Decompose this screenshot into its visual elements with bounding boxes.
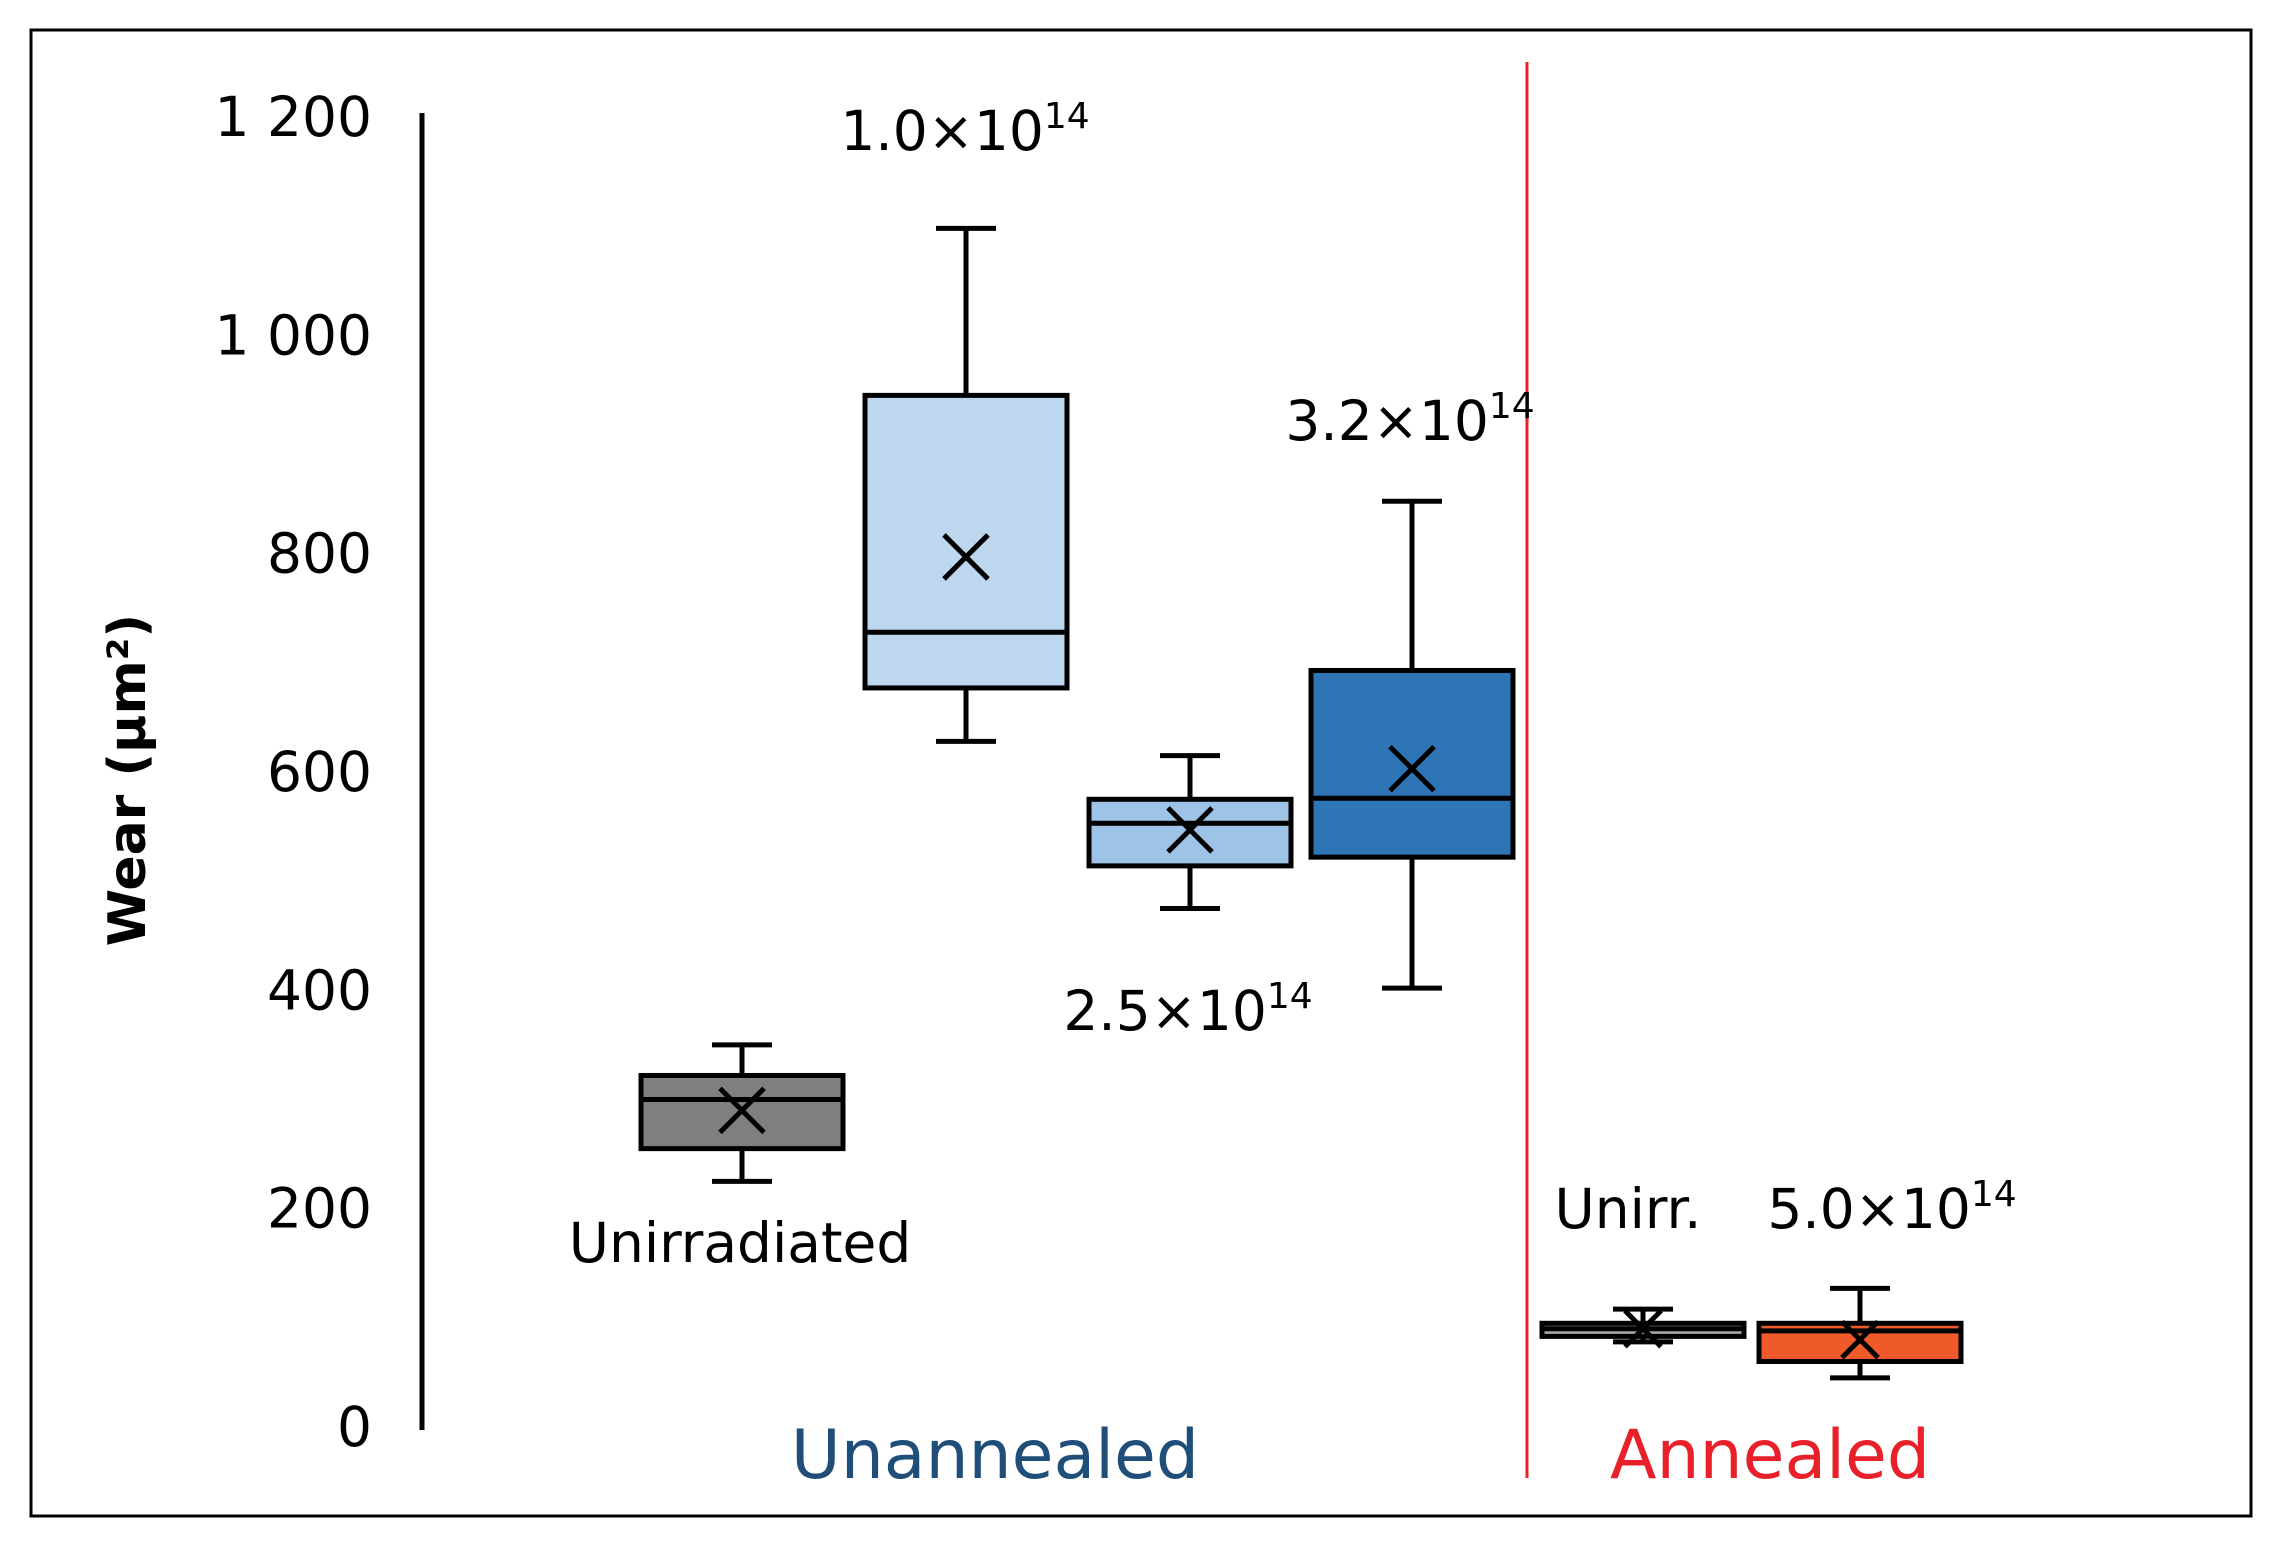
y-tick-label: 600 [267, 740, 372, 804]
y-tick-label: 1 000 [215, 303, 372, 367]
series-label: 2.5×1014 [1063, 976, 1312, 1043]
box-plot-5 [1756, 1285, 1964, 1381]
series-label: 3.2×1014 [1285, 386, 1534, 453]
series-label: Unirradiated [569, 1211, 912, 1275]
y-tick-label: 0 [337, 1395, 372, 1459]
box-plot-2 [1086, 753, 1294, 911]
y-tick-label: 200 [267, 1177, 372, 1241]
series-label: 1.0×1014 [840, 96, 1089, 163]
chart-frame [29, 28, 2253, 1518]
y-axis: 0 200 400 600 800 1 000 1 200 [215, 62, 1529, 1478]
box-plot-0 [638, 1042, 846, 1184]
mean-marker [1623, 1308, 1663, 1349]
series-label: 5.0×1014 [1767, 1174, 2016, 1241]
y-tick-label: 400 [267, 958, 372, 1022]
group-label-annealed: Annealed [1610, 1416, 1930, 1495]
y-tick-label: 1 200 [215, 85, 372, 149]
mean-marker [1166, 806, 1214, 854]
series-label: Unirr. [1554, 1177, 1701, 1241]
series-labels: Unirradiated 1.0×1014 2.5×1014 3.2×1014Unir… [569, 96, 2017, 1275]
group-label-unannealed: Unannealed [791, 1416, 1199, 1495]
box-plot-4 [1539, 1306, 1747, 1349]
mean-marker [942, 533, 990, 581]
iqr-box [1308, 667, 1516, 860]
y-tick-label: 800 [267, 522, 372, 586]
iqr-box [862, 392, 1070, 691]
box-plots [638, 225, 1964, 1381]
mean-marker [1840, 1319, 1880, 1360]
mean-marker [1388, 744, 1436, 793]
y-axis-label: Wear (μm²) [98, 614, 158, 946]
box-plot-1 [862, 225, 1070, 744]
mean-marker [718, 1086, 766, 1135]
box-plot-3 [1308, 498, 1516, 991]
